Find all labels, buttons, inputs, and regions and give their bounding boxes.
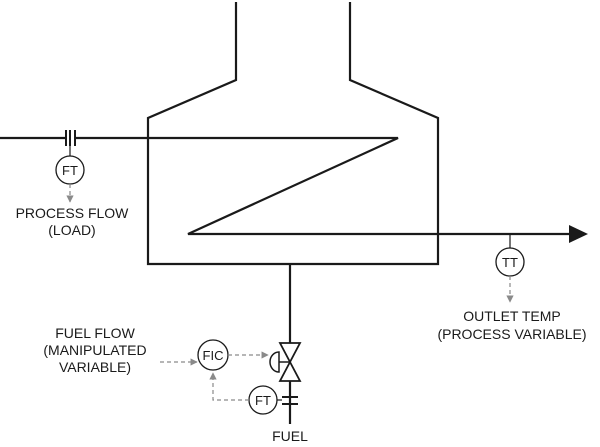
fuel-flow-sublabel-1: (MANIPULATED xyxy=(43,342,146,358)
process-coil xyxy=(148,136,438,236)
fuel-flow-controller: FIC xyxy=(197,339,229,371)
fuel-ft-tag: FT xyxy=(255,393,271,408)
process-ft-tag: FT xyxy=(62,163,78,178)
outlet-tt-tag: TT xyxy=(502,255,518,270)
orifice-plate xyxy=(65,130,76,146)
fuel-flow-label: FUEL FLOW xyxy=(55,325,135,341)
fuel-fic-tag: FIC xyxy=(203,348,224,363)
fuel-ft-signal xyxy=(209,372,249,401)
process-flow-sublabel: (LOAD) xyxy=(48,222,95,238)
outlet-temp-sublabel: (PROCESS VARIABLE) xyxy=(437,326,586,342)
fuel-orifice-plate xyxy=(282,396,298,405)
outlet-temperature-transmitter: TT xyxy=(495,247,525,277)
process-flow-transmitter: FT xyxy=(55,155,85,185)
fuel-flow-transmitter: FT xyxy=(248,385,278,415)
process-flow-label: PROCESS FLOW xyxy=(16,205,130,221)
fuel-flow-sublabel-2: VARIABLE) xyxy=(59,359,131,375)
outlet-temp-label: OUTLET TEMP xyxy=(463,308,561,324)
outlet-flow-arrow xyxy=(569,225,588,243)
fuel-control-valve xyxy=(269,342,302,382)
heater-vessel xyxy=(146,2,440,266)
fuel-label: FUEL xyxy=(272,428,308,444)
